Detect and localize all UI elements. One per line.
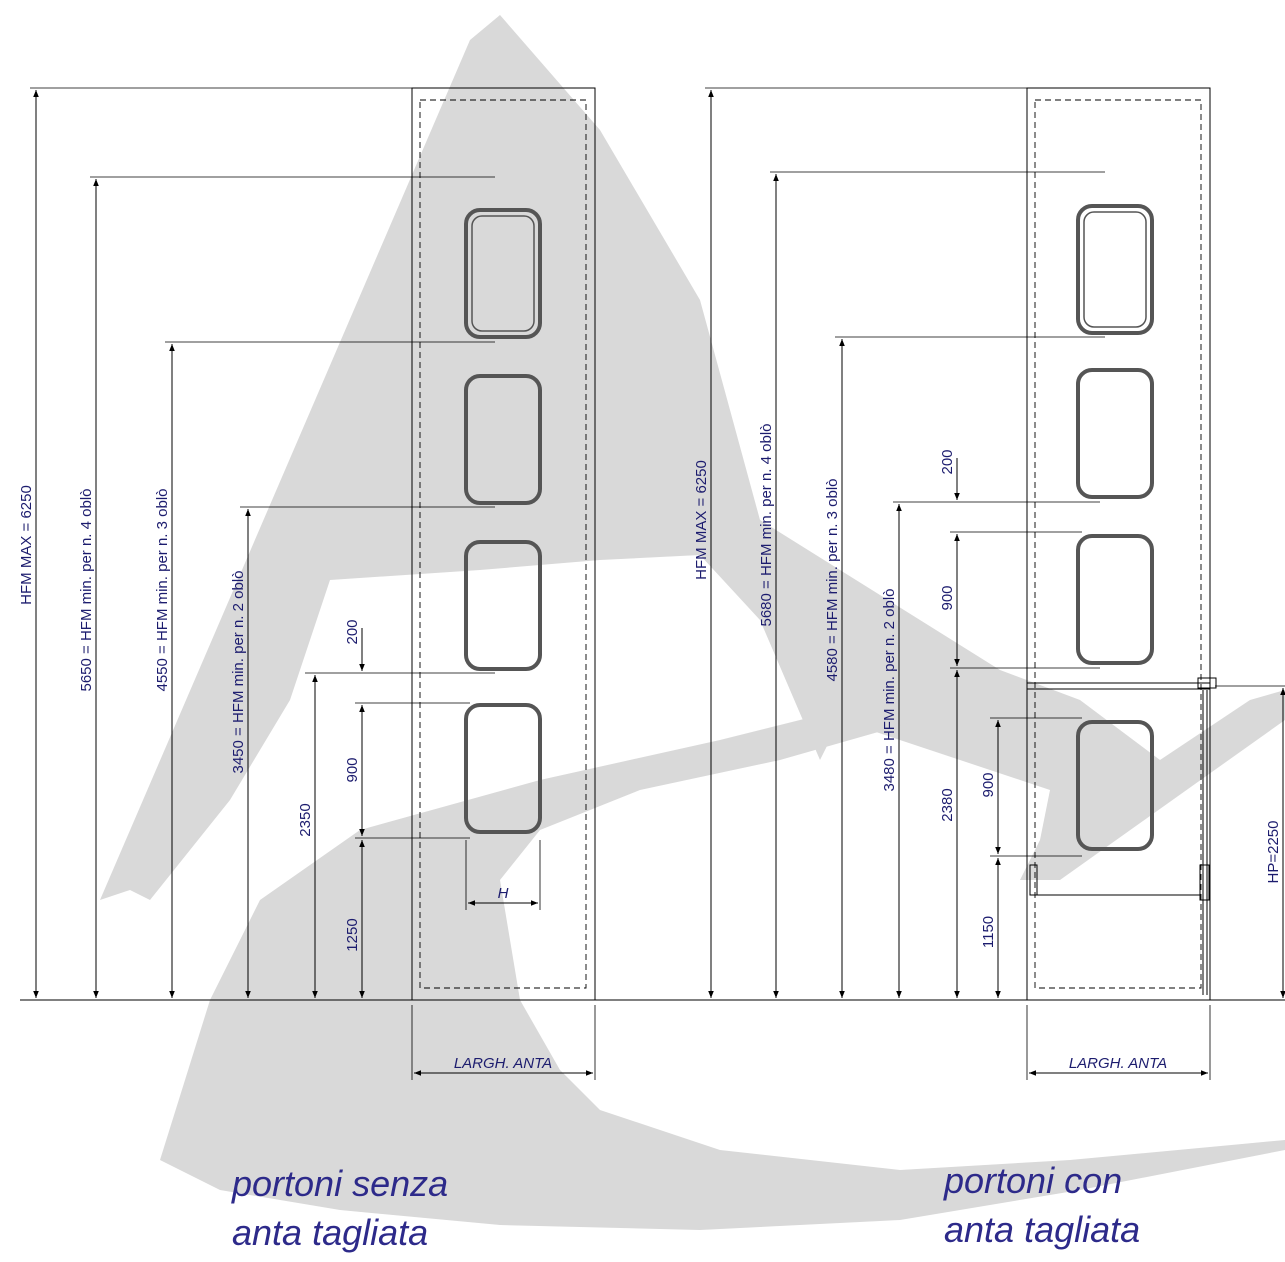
label-leaf-width: LARGH. ANTA — [454, 1055, 552, 1072]
porthole-inner — [471, 215, 535, 332]
label-min4: 5650 = HFM min. per n. 4 oblò — [78, 488, 95, 691]
label-200: 200 — [344, 619, 361, 644]
porthole — [464, 703, 542, 834]
label-h: H — [498, 885, 509, 902]
label-min3: 4550 = HFM min. per n. 3 oblò — [154, 488, 171, 691]
panic-bar-end — [1029, 864, 1038, 896]
label-1150: 1150 — [980, 916, 997, 948]
caption-line1: portoni con — [943, 1160, 1122, 1201]
label-hp: HP=2250 — [1265, 821, 1282, 884]
label-min3: 4580 = HFM min. per n. 3 oblò — [824, 478, 841, 681]
porthole — [464, 208, 542, 339]
porthole — [1076, 720, 1154, 851]
left-door-inner-dashed — [419, 99, 587, 989]
left-door-outline — [411, 87, 596, 1001]
label-1250: 1250 — [344, 918, 361, 951]
porthole — [464, 540, 542, 671]
right-door-inner-dashed — [1034, 99, 1202, 989]
caption-line2: anta tagliata — [232, 1212, 428, 1253]
label-hfm-max: HFM MAX = 6250 — [693, 460, 710, 580]
label-min4: 5680 = HFM min. per n. 4 oblò — [758, 423, 775, 626]
right-portholes — [1076, 204, 1154, 851]
label-900-upper: 900 — [939, 585, 956, 610]
porthole-inner — [1083, 211, 1147, 328]
watermark-logo — [100, 15, 1285, 1230]
label-2380: 2380 — [939, 788, 956, 821]
caption-line1: portoni senza — [231, 1163, 448, 1204]
label-900-lower: 900 — [980, 772, 997, 797]
left-door-diagram: HFM MAX = 6250 5650 = HFM min. per n. 4 … — [18, 87, 596, 1253]
caption-line2: anta tagliata — [944, 1209, 1140, 1250]
label-2350: 2350 — [297, 803, 314, 836]
porthole — [1076, 204, 1154, 335]
hinge-detail — [1197, 677, 1217, 689]
handle — [1199, 864, 1210, 901]
porthole — [464, 374, 542, 505]
left-portholes — [464, 208, 542, 834]
label-hfm-max: HFM MAX = 6250 — [18, 485, 35, 605]
label-200: 200 — [939, 449, 956, 474]
porthole — [1076, 534, 1154, 665]
label-min2: 3450 = HFM min. per n. 2 oblò — [230, 570, 247, 773]
right-door-outline — [1026, 87, 1211, 1001]
porthole — [1076, 368, 1154, 499]
right-door-diagram: HFM MAX = 6250 5680 = HFM min. per n. 4 … — [693, 87, 1285, 1250]
label-leaf-width: LARGH. ANTA — [1069, 1055, 1167, 1072]
label-900: 900 — [344, 757, 361, 782]
label-min2: 3480 = HFM min. per n. 2 oblò — [881, 588, 898, 791]
